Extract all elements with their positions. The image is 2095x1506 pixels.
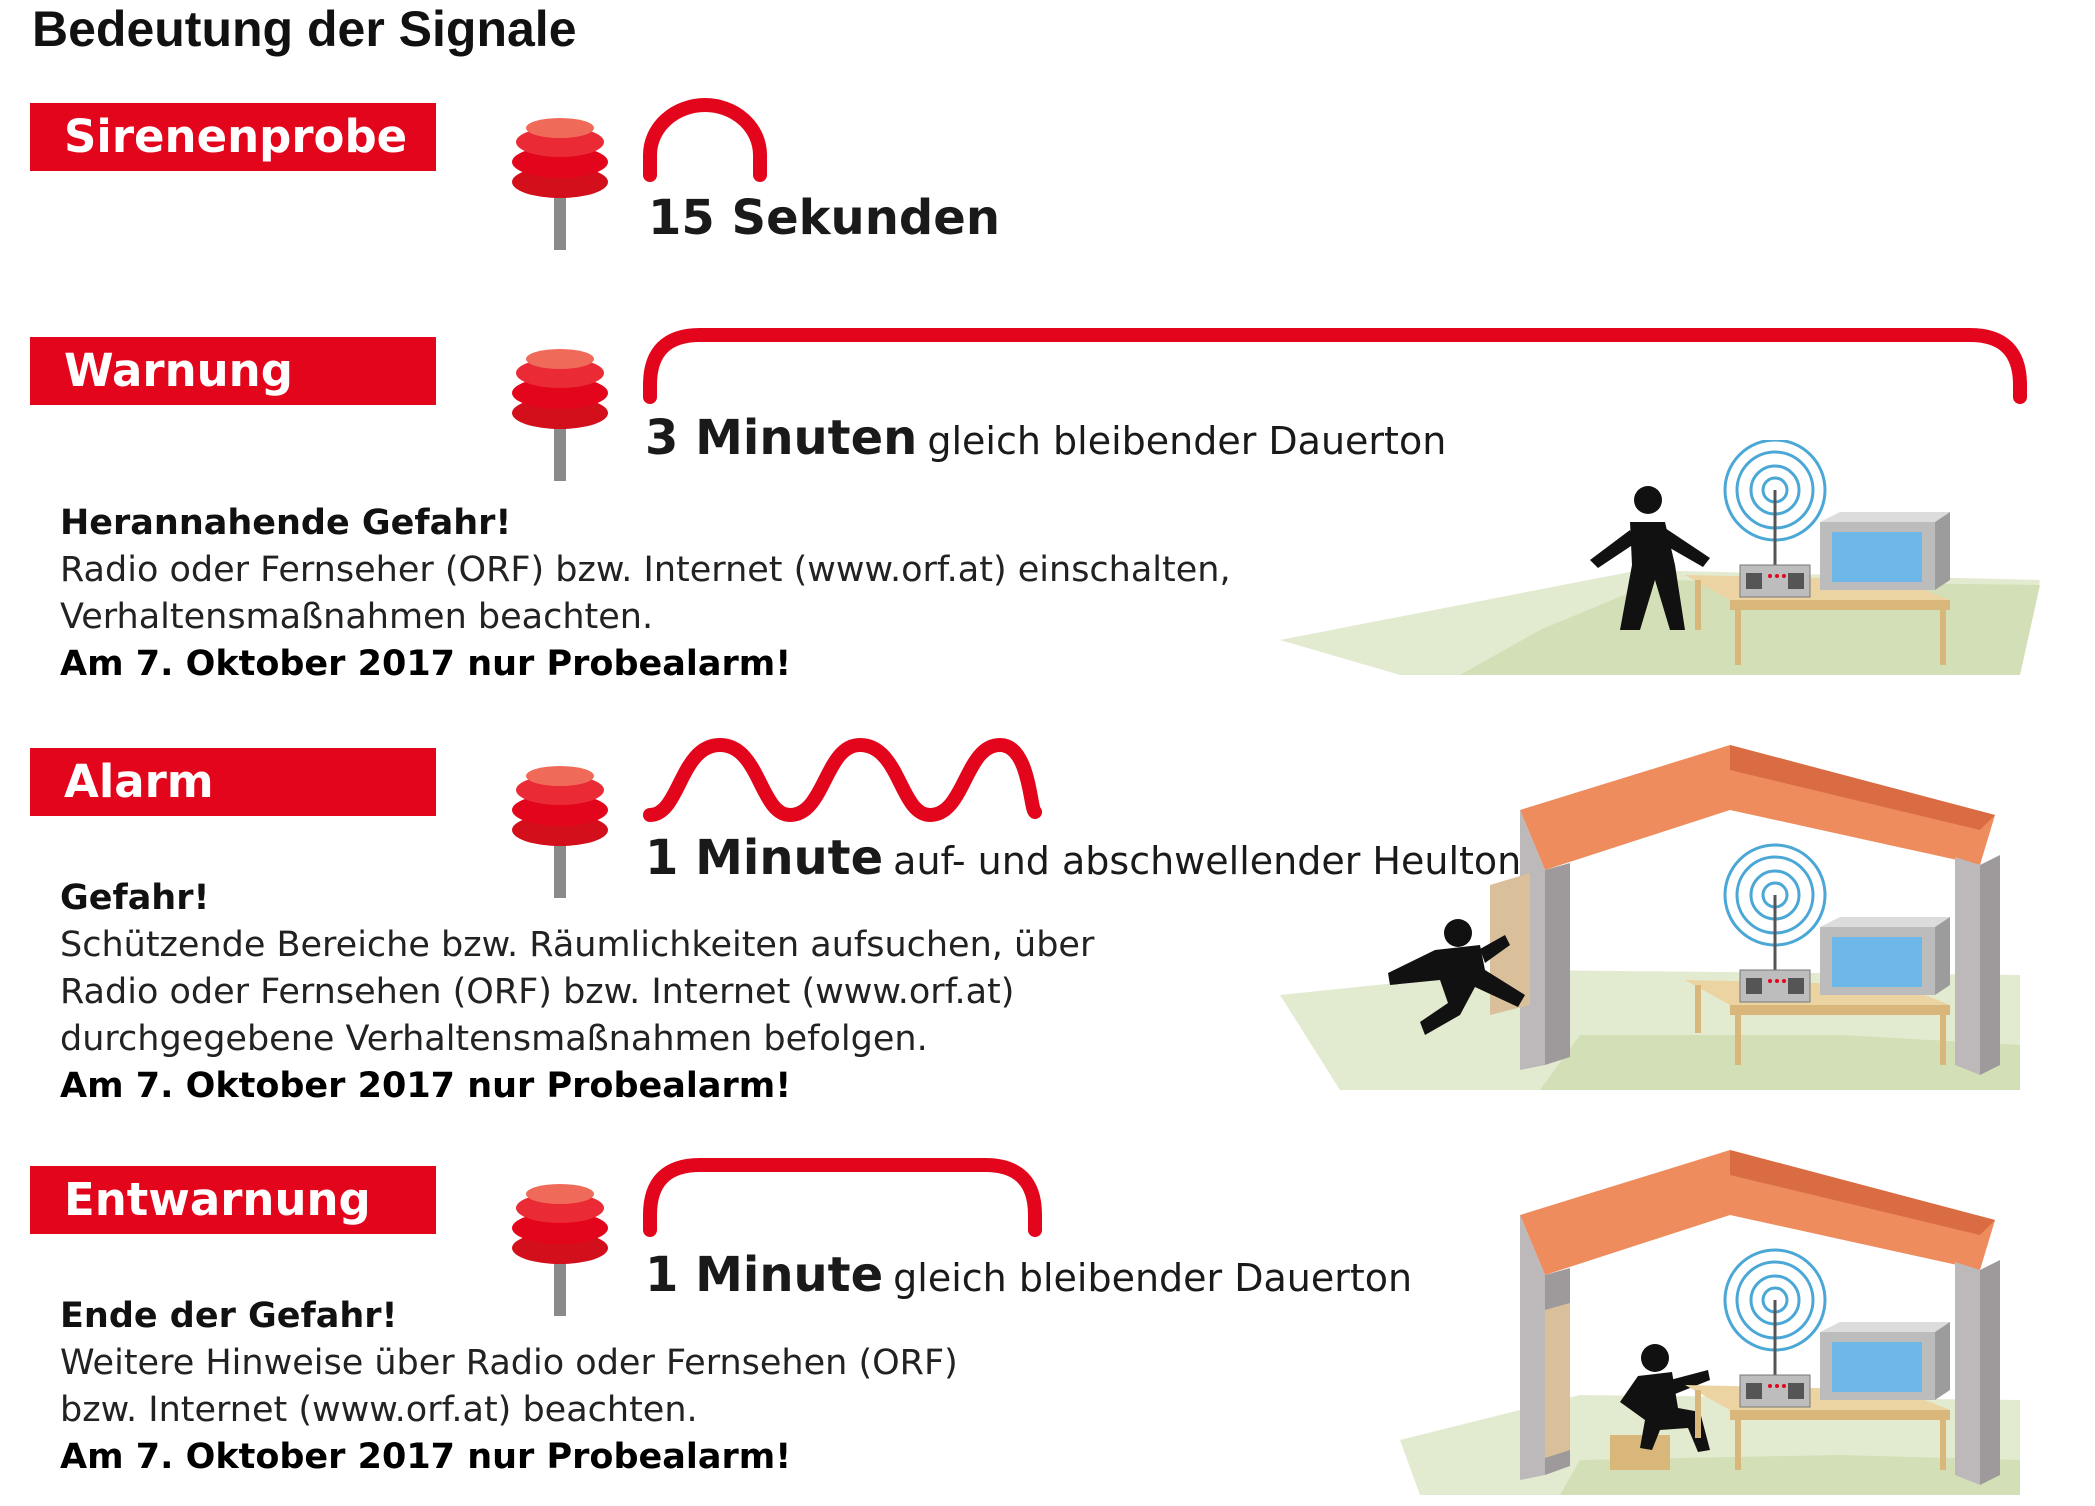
info-line: Verhaltensmaßnahmen beachten. [60,597,654,637]
info-line: bzw. Internet (www.orf.at) beachten. [60,1390,698,1430]
info-entwarnung: Ende der Gefahr! Weitere Hinweise über R… [60,1293,958,1481]
person-icon [1388,919,1525,1035]
tone-description: gleich bleibender Dauerton [893,1256,1413,1300]
tone-description: gleich bleibender Dauerton [927,419,1447,463]
info-heading: Gefahr! [60,878,210,918]
siren-icon [512,1184,608,1316]
signal-label-entwarnung: Entwarnung [30,1166,436,1234]
scene-person-sitting-in-house [1400,1150,2020,1495]
signal-waveform-wave [643,737,1042,823]
signal-waveform-medium-arc [643,1158,1042,1237]
info-note: Am 7. Oktober 2017 nur Probealarm! [60,1437,792,1477]
siren-icon [512,349,608,481]
duration-sirenenprobe: 15 Sekunden [648,190,1000,246]
info-alarm: Gefahr! Schützende Bereiche bzw. Räumlic… [60,875,1094,1110]
house-icon [1520,1150,2000,1485]
info-warnung: Herannahende Gefahr! Radio oder Fernsehe… [60,500,1231,688]
signal-waveform-long-arc [643,328,2027,404]
info-line: Weitere Hinweise über Radio oder Fernseh… [60,1343,958,1383]
duration-value: 1 Minute [645,1247,884,1303]
person-icon [1590,486,1710,630]
signal-waveform-short-arc [643,98,767,182]
tv-icon [1820,1322,1950,1400]
info-line: durchgegebene Verhaltensmaßnahmen befolg… [60,1019,928,1059]
radio-icon [1739,564,1811,598]
info-note: Am 7. Oktober 2017 nur Probealarm! [60,1066,792,1106]
house-icon [1490,745,2000,1075]
info-line: Radio oder Fernsehen (ORF) bzw. Internet… [60,972,1015,1012]
radio-icon [1739,1374,1811,1408]
info-line: Schützende Bereiche bzw. Räumlichkeiten … [60,925,1095,965]
scene-person-running-into-house [1280,745,2020,1090]
tv-icon [1820,917,1950,995]
scene-person-walking-to-radio [1280,440,2040,675]
info-line: Radio oder Fernseher (ORF) bzw. Internet… [60,550,1231,590]
siren-icon [512,118,608,250]
page-title: Bedeutung der Signale [32,1,577,57]
signal-label-warnung: Warnung [30,337,436,405]
duration-value: 3 Minuten [645,410,918,466]
siren-icon [512,766,608,898]
duration-value: 15 Sekunden [648,190,1000,246]
tone-description: auf- und abschwellender Heulton [893,839,1522,883]
info-heading: Ende der Gefahr! [60,1296,398,1336]
signal-label-sirenenprobe: Sirenenprobe [30,103,436,171]
info-note: Am 7. Oktober 2017 nur Probealarm! [60,644,792,684]
tv-icon [1820,512,1950,590]
signal-label-alarm: Alarm [30,748,436,816]
info-heading: Herannahende Gefahr! [60,503,512,543]
duration-value: 1 Minute [645,830,884,886]
person-icon [1620,1344,1710,1452]
radio-icon [1739,969,1811,1003]
